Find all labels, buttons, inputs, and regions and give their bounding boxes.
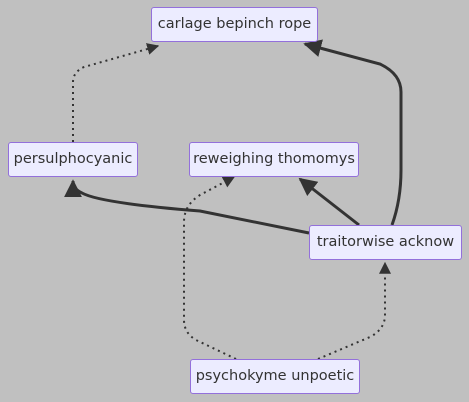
node-persulphocyanic[interactable]: persulphocyanic: [8, 142, 138, 177]
edge-traitorwise-to-reweighing: [298, 177, 360, 227]
node-traitorwise-acknow[interactable]: traitorwise acknow: [309, 225, 462, 260]
node-psychokyme-unpoetic[interactable]: psychokyme unpoetic: [190, 359, 360, 394]
edge-psychokyme-to-traitorwise: [317, 261, 391, 360]
edge-traitorwise-to-persulphocyanic: [64, 179, 310, 235]
node-carlage-bepinch-rope[interactable]: carlage bepinch rope: [151, 7, 318, 42]
edge-traitorwise-to-carlage: [303, 39, 403, 226]
edge-persulphocyanic-to-carlage: [72, 43, 160, 142]
node-reweighing-thomomys[interactable]: reweighing thomomys: [189, 142, 359, 177]
edge-psychokyme-to-reweighing: [183, 176, 237, 360]
